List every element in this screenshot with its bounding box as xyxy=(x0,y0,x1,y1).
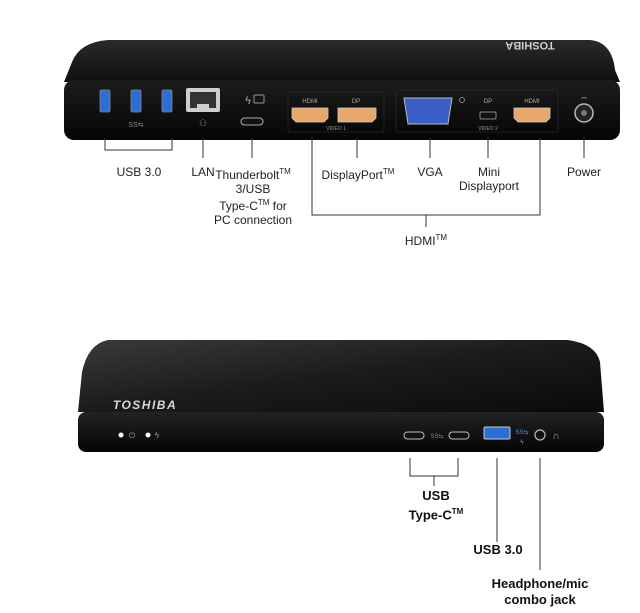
hdmi-label-text: HDMI xyxy=(404,234,436,248)
power-jack-pin xyxy=(581,110,587,116)
lan-label: LAN xyxy=(186,165,220,179)
thunderbolt-line4: PC connection xyxy=(213,213,293,227)
mini-dp-line1: Mini xyxy=(477,165,500,179)
vga-port[interactable] xyxy=(403,97,453,125)
dc-symbol-icon: ⎓ xyxy=(581,95,587,102)
video-1-group: HDMI DP VIDEO 1 xyxy=(287,91,385,133)
bottom-dock-front-panel xyxy=(78,412,604,452)
displayport-label: DisplayPortTM xyxy=(318,165,398,182)
video-1-mark: VIDEO 1 xyxy=(326,126,346,132)
thunderbolt-icon: ϟ xyxy=(245,95,251,107)
monitor-icon xyxy=(253,94,265,104)
hdmi-2-mark: HDMI xyxy=(524,99,540,105)
tm-mark: TM xyxy=(279,167,291,176)
usb30-port[interactable] xyxy=(99,89,111,113)
charge-icon: ϟ xyxy=(520,440,524,446)
usb30-port[interactable] xyxy=(130,89,142,113)
dp-2-mark: DP xyxy=(484,99,492,105)
hdmi-label: HDMITM xyxy=(396,231,456,248)
top-leader-lines xyxy=(104,138,585,227)
mini-displayport-label: Mini Displayport xyxy=(456,165,522,193)
displayport-label-text: DisplayPort xyxy=(321,168,383,182)
thunderbolt-label: ThunderboltTM 3/USB Type-CTM for PC conn… xyxy=(210,165,296,227)
top-dock-surface xyxy=(64,40,620,82)
usb-typec-label: USB Type-CTM xyxy=(396,488,476,523)
status-led xyxy=(118,432,124,438)
tm-mark: TM xyxy=(382,167,395,176)
top-brand-logo: TOSHIBA xyxy=(505,39,554,51)
lan-label-text: LAN xyxy=(191,165,215,179)
video-2-group: DP HDMI VIDEO 2 xyxy=(395,89,559,133)
displayport-1-port[interactable] xyxy=(337,107,377,123)
bottom-usb30-label: USB 3.0 xyxy=(462,542,534,558)
thunderbolt-line1: Thunderbolt xyxy=(215,168,280,182)
headphone-mic-jack[interactable] xyxy=(534,429,546,441)
headphone-mic-label: Headphone/mic combo jack xyxy=(484,576,596,608)
video-2-mark: VIDEO 2 xyxy=(478,126,498,132)
bottom-usb30-label-text: USB 3.0 xyxy=(473,542,523,557)
status-led xyxy=(145,432,151,438)
headphone-line1: Headphone/mic xyxy=(491,576,589,591)
usb-ss-icon: SS⇆ xyxy=(128,122,143,129)
lan-port[interactable] xyxy=(186,88,220,112)
headset-icon: ∩ xyxy=(552,431,559,442)
usb30-label-text: USB 3.0 xyxy=(116,165,162,179)
top-dock: TOSHIBA SS⇆ ⚇ ϟ HDMI DP xyxy=(64,39,620,140)
tm-mark: TM xyxy=(451,507,464,516)
usb-typec-port[interactable] xyxy=(448,431,470,440)
bottom-dock-surface xyxy=(78,340,604,412)
vga-label: VGA xyxy=(410,165,450,179)
usb-typec-line1: USB xyxy=(422,488,450,503)
usb-ss-icon: SS⇆ xyxy=(515,429,528,436)
usb-typec-port[interactable] xyxy=(403,431,425,440)
thunderbolt-line3-suffix: for xyxy=(269,199,287,213)
dp-1-mark: DP xyxy=(352,99,360,105)
bottom-leader-lines xyxy=(409,458,541,570)
mini-dp-line2: Displayport xyxy=(458,179,520,193)
hdmi-1-mark: HDMI xyxy=(302,99,318,105)
thunderbolt-line2: 3/USB xyxy=(235,182,271,196)
hdmi-2-port[interactable] xyxy=(513,107,551,123)
usb30-port[interactable] xyxy=(161,89,173,113)
hdmi-1-port[interactable] xyxy=(291,107,329,123)
usb-ss-icon: SS⇆ xyxy=(430,433,443,440)
bottom-brand-logo: TOSHIBA xyxy=(113,398,177,412)
charge-icon: ϟ xyxy=(155,431,160,440)
vga-label-text: VGA xyxy=(417,165,443,179)
usb30-port[interactable] xyxy=(483,426,511,440)
thunderbolt-line3: Type-C xyxy=(219,199,258,213)
thunderbolt-usbc-port[interactable] xyxy=(240,117,264,126)
network-icon: ⚇ xyxy=(199,118,207,128)
bottom-dock: TOSHIBA ⏻ ϟ SS⇆ SS⇆ ϟ ∩ xyxy=(78,340,604,452)
power-label: Power xyxy=(560,165,608,179)
usb-typec-line2: Type-C xyxy=(408,507,452,523)
tm-mark: TM xyxy=(435,233,448,242)
usb30-label: USB 3.0 xyxy=(104,165,174,179)
power-label-text: Power xyxy=(566,165,601,179)
power-icon: ⏻ xyxy=(129,431,136,440)
tm-mark: TM xyxy=(257,198,270,207)
vga-screw xyxy=(459,97,465,103)
mini-displayport-port[interactable] xyxy=(479,111,497,120)
headphone-line2: combo jack xyxy=(504,592,576,607)
